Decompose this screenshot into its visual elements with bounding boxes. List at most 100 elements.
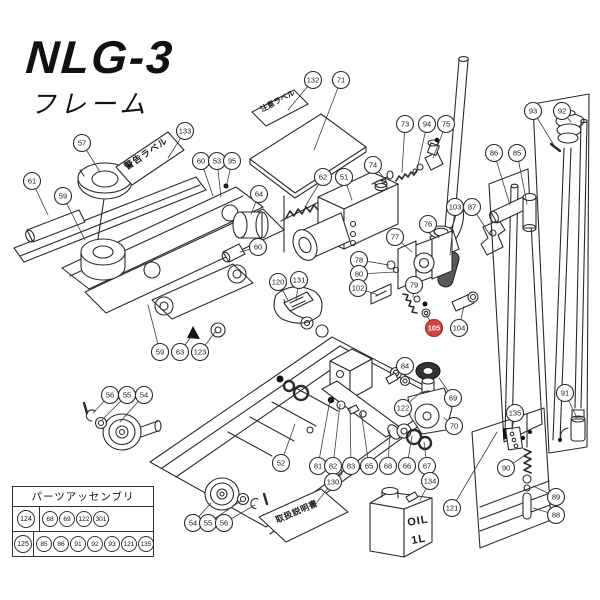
part-callout-86[interactable]: 86 <box>484 143 504 163</box>
svg-text:64: 64 <box>255 190 263 199</box>
svg-text:61: 61 <box>28 177 36 186</box>
part-callout-68[interactable]: 68 <box>378 456 398 476</box>
svg-text:87: 87 <box>468 203 476 212</box>
part-callout-90[interactable]: 90 <box>496 458 516 478</box>
caution-sheet: 注意ラベル <box>249 87 367 253</box>
part-callout-83[interactable]: 83 <box>341 456 361 476</box>
part-callout-59[interactable]: 59 <box>150 342 170 362</box>
part-callout-132[interactable]: 132 <box>303 70 323 90</box>
part-callout-94[interactable]: 94 <box>417 114 437 134</box>
part-callout-84[interactable]: 84 <box>395 356 415 376</box>
svg-text:75: 75 <box>442 120 450 129</box>
svg-text:104: 104 <box>453 324 466 333</box>
part-number-92: 92 <box>87 536 103 552</box>
part-callout-71[interactable]: 71 <box>331 70 351 90</box>
svg-text:131: 131 <box>293 276 306 285</box>
part-callout-93[interactable]: 93 <box>523 101 543 121</box>
part-callout-92[interactable]: 92 <box>552 101 572 121</box>
part-callout-123[interactable]: 123 <box>190 342 210 362</box>
part-callout-51[interactable]: 51 <box>334 167 354 187</box>
part-callout-54[interactable]: 54 <box>134 385 154 405</box>
part-callout-135[interactable]: 135 <box>505 403 525 423</box>
part-callout-63[interactable]: 63 <box>170 342 190 362</box>
part-callout-79[interactable]: 79 <box>404 275 424 295</box>
svg-text:84: 84 <box>401 362 409 371</box>
part-callout-77[interactable]: 77 <box>385 227 405 247</box>
svg-text:78: 78 <box>355 256 363 265</box>
svg-text:69: 69 <box>449 394 457 403</box>
svg-text:81: 81 <box>314 462 322 471</box>
part-callout-67[interactable]: 67 <box>417 456 437 476</box>
part-callout-131[interactable]: 131 <box>289 270 309 290</box>
svg-text:134: 134 <box>424 477 437 486</box>
part-callout-55[interactable]: 55 <box>117 385 137 405</box>
part-callout-102[interactable]: 102 <box>348 278 368 298</box>
part-callout-121[interactable]: 121 <box>442 498 462 518</box>
part-number-91: 91 <box>70 536 86 552</box>
svg-text:102: 102 <box>352 284 365 293</box>
part-callout-55[interactable]: 55 <box>198 513 218 533</box>
svg-text:105: 105 <box>428 324 441 333</box>
svg-text:53: 53 <box>213 157 221 166</box>
part-callout-73[interactable]: 73 <box>395 114 415 134</box>
part-callout-74[interactable]: 74 <box>363 155 383 175</box>
part-callout-62[interactable]: 62 <box>313 167 333 187</box>
part-callout-52[interactable]: 52 <box>271 453 291 473</box>
part-callout-120[interactable]: 120 <box>268 272 288 292</box>
part-callout-91[interactable]: 91 <box>555 383 575 403</box>
part-callout-60[interactable]: 60 <box>191 151 211 171</box>
warning-label-plate: 警告ラベル <box>115 131 185 186</box>
svg-text:65: 65 <box>365 462 373 471</box>
part-callout-122[interactable]: 122 <box>393 398 413 418</box>
svg-text:90: 90 <box>502 464 510 473</box>
svg-text:130: 130 <box>327 478 340 487</box>
svg-text:85: 85 <box>513 149 521 158</box>
part-callout-85[interactable]: 85 <box>507 143 527 163</box>
svg-text:52: 52 <box>277 459 285 468</box>
svg-text:93: 93 <box>529 107 537 116</box>
svg-text:67: 67 <box>423 462 431 471</box>
part-callout-65[interactable]: 65 <box>359 456 379 476</box>
part-callout-69[interactable]: 69 <box>443 388 463 408</box>
part-callout-130[interactable]: 130 <box>323 472 343 492</box>
part-callout-133[interactable]: 133 <box>175 121 195 141</box>
part-callout-53[interactable]: 53 <box>207 151 227 171</box>
svg-text:86: 86 <box>490 149 498 158</box>
svg-text:60: 60 <box>197 157 205 166</box>
part-callout-88[interactable]: 88 <box>546 505 566 525</box>
part-callout-80[interactable]: 80 <box>349 264 369 284</box>
svg-text:103: 103 <box>449 203 462 212</box>
part-number-85: 85 <box>36 536 52 552</box>
part-callout-70[interactable]: 70 <box>444 416 464 436</box>
svg-text:54: 54 <box>140 391 148 400</box>
part-callout-60[interactable]: 60 <box>248 237 268 257</box>
part-callout-75[interactable]: 75 <box>436 114 456 134</box>
part-callout-89[interactable]: 89 <box>546 487 566 507</box>
part-callout-76[interactable]: 76 <box>418 214 438 234</box>
svg-text:92: 92 <box>558 107 566 116</box>
part-callout-105[interactable]: 105 <box>424 318 444 338</box>
svg-text:82: 82 <box>329 462 337 471</box>
svg-text:120: 120 <box>272 278 285 287</box>
part-callout-57[interactable]: 57 <box>72 133 92 153</box>
part-callout-87[interactable]: 87 <box>462 197 482 217</box>
part-callout-66[interactable]: 66 <box>397 456 417 476</box>
part-callout-59[interactable]: 59 <box>53 186 73 206</box>
part-callout-61[interactable]: 61 <box>22 171 42 191</box>
svg-text:94: 94 <box>423 120 431 129</box>
part-callout-82[interactable]: 82 <box>323 456 343 476</box>
part-callout-134[interactable]: 134 <box>420 471 440 491</box>
handle-bracket-bar <box>13 176 207 263</box>
part-callout-56[interactable]: 56 <box>214 513 234 533</box>
part-callout-64[interactable]: 64 <box>249 184 269 204</box>
part-callout-54[interactable]: 54 <box>183 513 203 533</box>
part-callout-56[interactable]: 56 <box>100 385 120 405</box>
svg-text:70: 70 <box>450 422 458 431</box>
part-callout-104[interactable]: 104 <box>449 318 469 338</box>
svg-text:59: 59 <box>59 192 67 201</box>
part-callout-103[interactable]: 103 <box>445 197 465 217</box>
part-callout-95[interactable]: 95 <box>222 151 242 171</box>
